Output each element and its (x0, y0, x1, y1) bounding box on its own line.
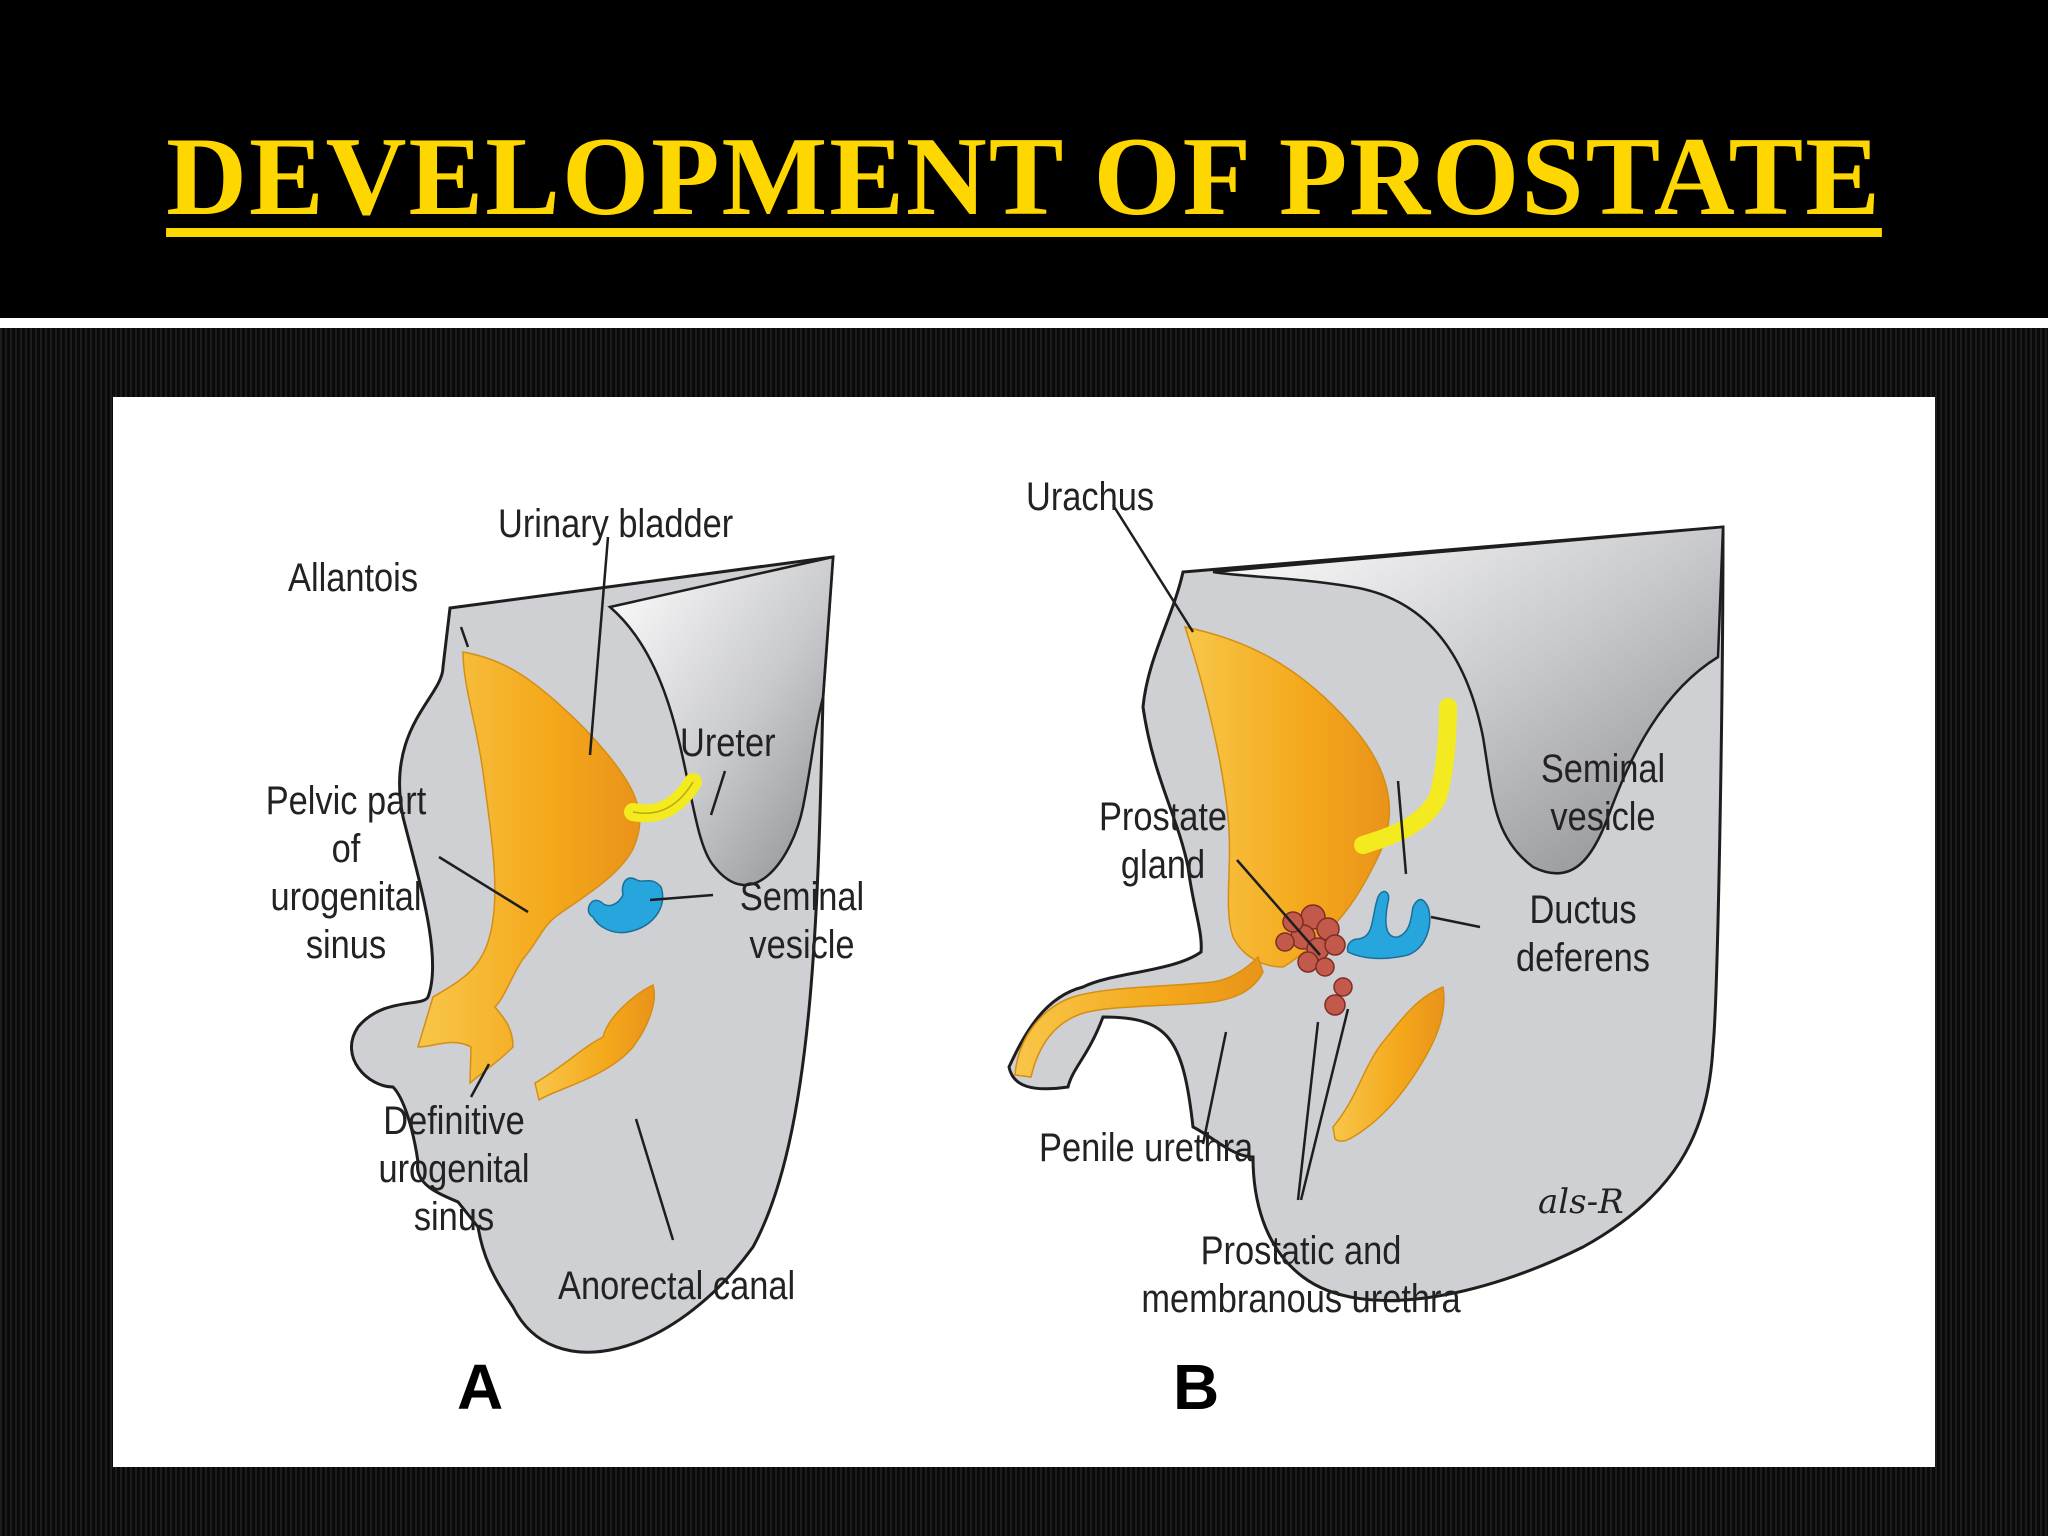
label-allantois: Allantois (288, 556, 419, 600)
diagram-drawing (350, 504, 1725, 1354)
artist-signature: als-R (1538, 1182, 1624, 1222)
label-seminal-vesicle-b: Seminal vesicle (1540, 747, 1666, 839)
title-divider (0, 318, 2048, 328)
anorectal-canal-b (1332, 985, 1445, 1142)
label-seminal-vesicle-a: Seminal vesicle (739, 875, 865, 967)
ureter-b (1354, 698, 1457, 854)
figure-panel: Urinary bladder Allantois Ureter Pelvic … (113, 397, 1935, 1467)
figure-a-drawing (350, 536, 835, 1354)
figure-letter-b: B (1173, 1351, 1220, 1423)
label-penile-urethra: Penile urethra (1039, 1126, 1254, 1170)
anorectal-canal-a (534, 983, 655, 1102)
seminal-vesicle-a (587, 877, 664, 934)
label-anorectal-canal: Anorectal canal (558, 1264, 796, 1308)
urogenital-sinus-a (416, 651, 641, 1085)
bladder-shadow-b (1212, 525, 1725, 875)
title-band: DEVELOPMENT OF PROSTATE (0, 0, 2048, 318)
ureter-a-outline (632, 781, 694, 814)
figure-b-drawing (1007, 504, 1725, 1302)
label-ureter-a: Ureter (680, 721, 776, 765)
label-prostatic-membranous-urethra: Prostatic and membranous urethra (1141, 1229, 1461, 1321)
figure-letter-a: A (457, 1351, 504, 1423)
slide-title: DEVELOPMENT OF PROSTATE (166, 115, 1882, 239)
label-definitive-urogenital-sinus: Definitive urogenital sinus (378, 1099, 530, 1239)
ductus-deferens-b (1346, 890, 1431, 960)
label-urinary-bladder: Urinary bladder (498, 502, 734, 546)
prostate-gland-b (1275, 904, 1353, 1016)
label-prostate-gland: Prostate gland (1098, 795, 1228, 887)
leader-lines-a (438, 536, 727, 1241)
penile-urethra-b (1014, 955, 1264, 1078)
bladder-shadow-a (607, 555, 835, 887)
leader-lines-b (1111, 504, 1481, 1201)
label-ductus-deferens: Ductus deferens (1516, 888, 1650, 980)
label-pelvic-part-urogenital-sinus: Pelvic part of urogenital sinus (265, 779, 427, 967)
label-urachus: Urachus (1026, 475, 1155, 519)
